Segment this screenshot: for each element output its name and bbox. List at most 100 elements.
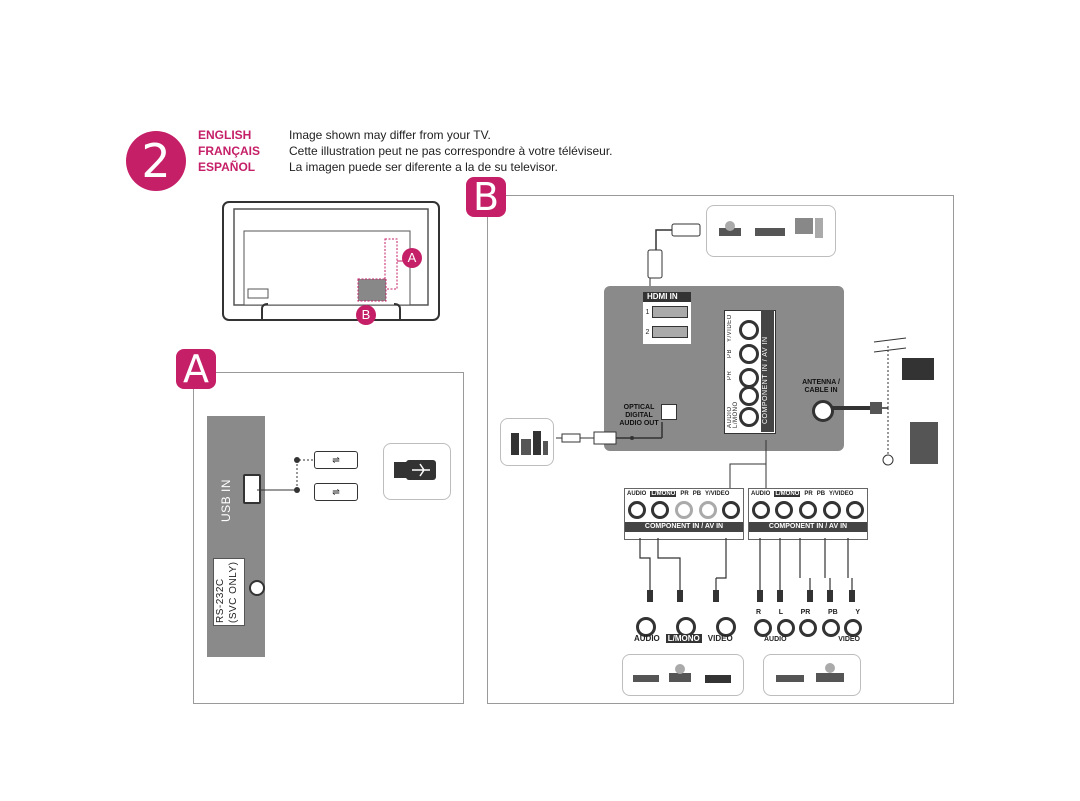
- panel-a-badge: A: [176, 349, 216, 389]
- strip-right-jack-4[interactable]: [822, 501, 841, 519]
- hdmi-port-2-number: 2: [645, 328, 650, 336]
- rs232-label: RS-232C: [215, 578, 226, 623]
- external-right-top-labels: R L PR PB Y: [756, 609, 860, 616]
- language-disclaimers: Image shown may differ from your TV. Cet…: [289, 128, 613, 176]
- antenna-cable-and-sources: [832, 337, 938, 466]
- ext-left-lmono: L/MONO: [665, 634, 702, 643]
- usb-symbol-box: [383, 443, 451, 500]
- usb-connection-lines: [257, 457, 315, 493]
- strip-left-pb: PB: [692, 491, 702, 497]
- hdmi-port-1-number: 1: [645, 308, 650, 316]
- tv-callout-b: B: [356, 305, 376, 325]
- panel-b-badge: B: [466, 177, 506, 217]
- strip-left-jack-1[interactable]: [627, 501, 646, 519]
- usb-cable-plug-icon: ⇌: [314, 483, 358, 501]
- language-label-french: FRANÇAIS: [198, 144, 260, 158]
- strip-left-lmono: L/MONO: [650, 491, 677, 497]
- strip-right-pr: PR: [804, 491, 813, 497]
- disclaimer-spanish: La imagen puede ser diferente a la de su…: [289, 160, 558, 174]
- external-jacks-left: [636, 617, 736, 637]
- rs232-port[interactable]: [249, 580, 265, 596]
- strip-left-jack-5[interactable]: [722, 501, 741, 519]
- av-source-devices-left-box: [622, 654, 744, 696]
- optical-cable: [556, 422, 663, 445]
- hdmi-port-2[interactable]: [652, 326, 688, 338]
- antenna-label-line1: ANTENNA /: [802, 379, 840, 386]
- component-jack-y-video[interactable]: [739, 320, 759, 340]
- jack-label-y-video: Y/VIDEO: [727, 314, 733, 342]
- component-jack-pb[interactable]: [739, 344, 759, 364]
- strip-left-yvideo: Y/VIDEO: [705, 491, 730, 497]
- av-source-devices-right-box: [763, 654, 861, 696]
- usb-port[interactable]: [243, 474, 261, 504]
- disclaimer-french: Cette illustration peut ne pas correspon…: [289, 144, 613, 158]
- ext-right-l: L: [778, 609, 783, 616]
- external-left-labels: AUDIO L/MONO VIDEO: [634, 634, 733, 643]
- strip-left-jack-3[interactable]: [674, 501, 693, 519]
- step-number-badge: 2: [126, 131, 186, 191]
- strip-left-caption: COMPONENT IN / AV IN: [625, 522, 743, 532]
- optical-label: OPTICAL DIGITAL AUDIO OUT: [614, 404, 664, 428]
- antenna-label: ANTENNA / CABLE IN: [796, 379, 846, 395]
- strip-left-pr: PR: [680, 491, 689, 497]
- ext-right-jack-r: [754, 619, 772, 637]
- ext-right-jack-y: [844, 619, 862, 637]
- tv-callout-a: A: [402, 248, 422, 268]
- ext-right-y: Y: [855, 609, 860, 616]
- optical-label-line3: AUDIO OUT: [619, 420, 659, 427]
- component-jack-audio-l[interactable]: [739, 386, 759, 406]
- ext-right-pb: PB: [827, 609, 838, 616]
- usb-drive-icon: [394, 460, 436, 480]
- ext-right-video: VIDEO: [838, 636, 860, 643]
- ext-right-jack-pb: [821, 619, 840, 637]
- strip-right-jack-2[interactable]: [775, 501, 794, 519]
- usb-in-label: USB IN: [219, 478, 233, 522]
- strip-right-caption: COMPONENT IN / AV IN: [749, 522, 867, 532]
- ext-right-jack-pr: [799, 619, 817, 637]
- jack-label-pb: PB: [727, 348, 733, 358]
- ext-right-jack-l: [776, 619, 795, 637]
- language-labels: ENGLISH FRANÇAIS ESPAÑOL: [198, 128, 260, 176]
- ext-left-jack-video: [716, 617, 736, 637]
- hdmi-devices-box: [706, 205, 836, 257]
- av-strip-left: AUDIO L/MONO PR PB Y/VIDEO COMPONENT IN …: [624, 488, 744, 540]
- rca-cables: [639, 538, 855, 602]
- tv-back-illustration: [222, 201, 440, 329]
- ext-left-video: VIDEO: [707, 634, 733, 643]
- optical-label-line2: DIGITAL: [625, 412, 653, 419]
- strip-left-jack-4[interactable]: [698, 501, 717, 519]
- av-source-devices-left-icons: [633, 664, 731, 683]
- audio-system-box: [500, 418, 554, 466]
- ext-right-r: R: [756, 609, 762, 616]
- strip-left-audio: AUDIO: [627, 491, 647, 497]
- antenna-cable-in-port[interactable]: [812, 400, 834, 422]
- ext-right-audio: AUDIO: [764, 636, 787, 643]
- component-av-in-vertical-label: COMPONENT IN / AV IN: [762, 336, 769, 424]
- external-jacks-right: [754, 619, 862, 637]
- jack-label-audio-lmono: AUDIO L/MONO: [727, 401, 739, 428]
- antenna-label-line2: CABLE IN: [804, 387, 838, 394]
- optical-audio-port[interactable]: [661, 404, 677, 420]
- strip-right-pb: PB: [816, 491, 826, 497]
- ext-left-audio: AUDIO: [634, 634, 660, 643]
- tv-back-drawing: [222, 201, 440, 321]
- ext-left-jack-audio-r: [636, 617, 656, 637]
- hdmi-port-1[interactable]: [652, 306, 688, 318]
- strip-left-jack-2[interactable]: [651, 501, 670, 519]
- rs232-svc-label: (SVC ONLY): [228, 561, 239, 624]
- strip-right-jack-5[interactable]: [846, 501, 865, 519]
- strip-right-jack-1[interactable]: [751, 501, 770, 519]
- component-jack-audio-r[interactable]: [739, 407, 759, 427]
- av-strip-right: AUDIO L/MONO PR PB Y/VIDEO COMPONENT IN …: [748, 488, 868, 540]
- hdmi-in-label: HDMI IN: [643, 292, 691, 302]
- optical-label-line1: OPTICAL: [623, 404, 655, 411]
- usb-flash-drive-icon: ⇌: [314, 451, 358, 469]
- strip-right-audio: AUDIO: [751, 491, 771, 497]
- hdmi-label-box: HDMI IN 1 2: [643, 292, 691, 344]
- external-right-bottom-labels: AUDIO VIDEO: [764, 636, 860, 643]
- strip-right-yvideo: Y/VIDEO: [829, 491, 854, 497]
- speaker-system-icon: [511, 431, 548, 455]
- ext-right-pr: PR: [800, 609, 811, 616]
- strip-right-jack-3[interactable]: [798, 501, 817, 519]
- component-jack-pr[interactable]: [739, 368, 759, 388]
